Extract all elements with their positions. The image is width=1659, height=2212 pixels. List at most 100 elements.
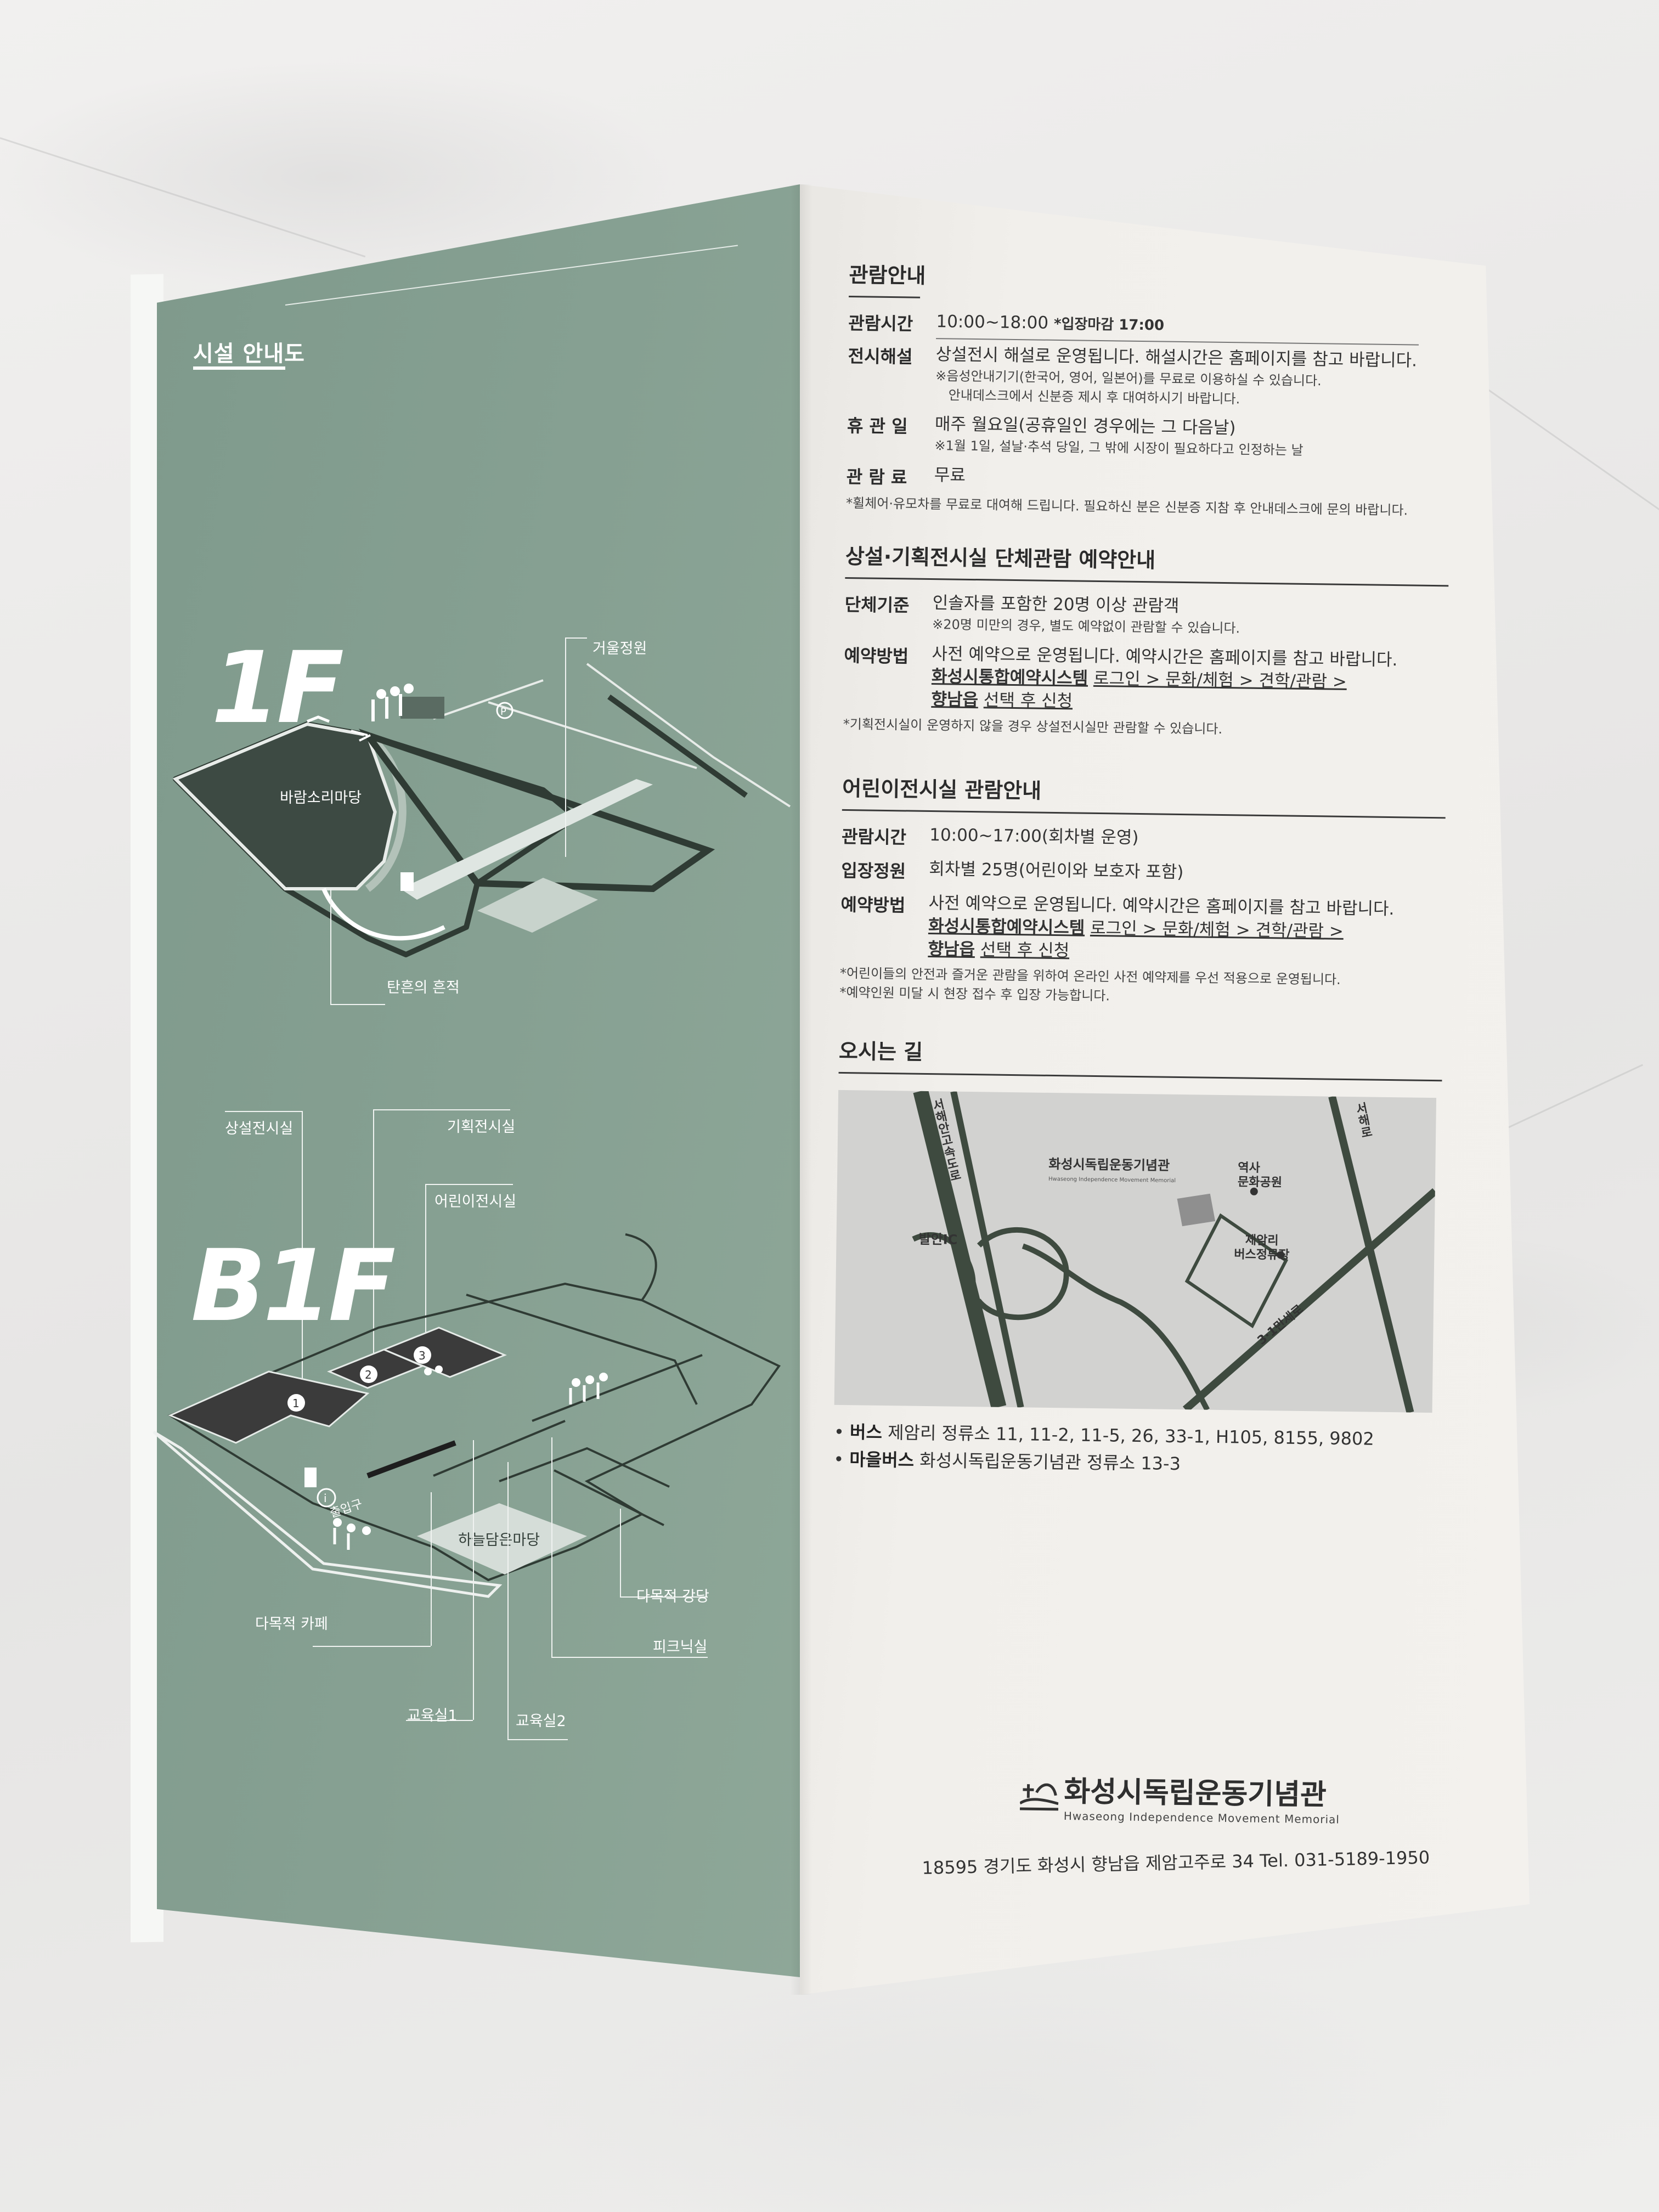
group-res-label: 예약방법 <box>844 645 909 667</box>
group-section: 상설·기획전시실 단체관람 예약안내 단체기준 인솔자를 포함한 20명 이상 … <box>843 539 1449 742</box>
label-hall: 다목적 강당 <box>636 1588 709 1605</box>
svg-text:3: 3 <box>419 1349 426 1362</box>
label-picnic: 피크닉실 <box>653 1639 708 1656</box>
group-res-row: 예약방법 사전 예약으로 운영됩니다. 예약시간은 홈페이지를 참고 바랍니다.… <box>843 641 1448 718</box>
kids-res-town: 향남읍 <box>928 939 975 960</box>
leader-line <box>373 1109 374 1373</box>
label-wind-yard: 바람소리마당 <box>280 789 362 806</box>
floor-1f-map: P <box>172 663 791 957</box>
label-cafe: 다목적 카페 <box>255 1616 328 1633</box>
map-label-ic: 발안IC <box>918 1231 958 1248</box>
visit-hours-value: 10:00~18:00 <box>936 312 1049 333</box>
title-underline <box>193 366 285 370</box>
label-permanent-exhibit: 상설전시실 <box>225 1120 294 1137</box>
memorial-logo-mark-icon <box>1019 1783 1059 1810</box>
info-content: 관람안내 관람시간 10:00~18:00 *입장마감 17:00 전시해설 상… <box>833 258 1453 1479</box>
group-res-town: 향남읍 <box>931 690 979 710</box>
leader-line <box>425 1184 426 1354</box>
leader-line <box>551 1657 708 1658</box>
kids-res-select: 선택 후 신청 <box>980 939 1070 961</box>
closed-note: ※1월 1일, 설날·추석 당일, 그 밖에 시장이 필요하다고 인정하는 날 <box>934 438 1304 459</box>
leader-line <box>425 1184 513 1185</box>
kids-res-label: 예약방법 <box>840 894 906 916</box>
fee-label: 관 람 료 <box>846 466 907 488</box>
visit-hours-label: 관람시간 <box>848 312 913 335</box>
facility-map-panel <box>157 184 800 1977</box>
leader-line <box>431 1492 432 1646</box>
svg-text:i: i <box>324 1492 327 1505</box>
svg-text:2: 2 <box>365 1368 372 1381</box>
leader-line <box>620 1596 708 1598</box>
leader-line <box>620 1509 621 1596</box>
map-label-bus-stop: 제암리 버스정류장 <box>1234 1233 1290 1263</box>
kids-title: 어린이전시실 관람안내 <box>842 776 1042 803</box>
fee-row: 관 람 료 무료 <box>847 463 1451 496</box>
location-map: 서해안고속도로 서해로 발안IC 역사 문화공원 제암리 버스정류장 3·1만세… <box>834 1090 1437 1413</box>
bus-value: 제암리 정류소 11, 11-2, 11-5, 26, 33-1, H105, … <box>887 1422 1374 1449</box>
kids-res-system-link[interactable]: 화성시통합예약시스템 <box>928 916 1085 938</box>
kids-hours-label: 관람시간 <box>841 826 907 848</box>
group-title: 상설·기획전시실 단체관람 예약안내 <box>845 544 1156 573</box>
kids-cap-label: 입장정원 <box>841 860 906 882</box>
fold-shadow <box>790 184 812 1995</box>
facility-map-title: 시설 안내도 <box>193 341 305 366</box>
bus-label: 버스 <box>849 1421 883 1443</box>
leader-line <box>225 1111 302 1112</box>
memorial-logo-name: 화성시독립운동기념관 <box>1064 1775 1327 1812</box>
leader-line <box>302 1111 303 1396</box>
kids-cap-value: 회차별 25명(어린이와 보호자 포함) <box>929 859 1184 882</box>
location-map-svg <box>912 1090 1437 1413</box>
leader-line <box>313 1646 431 1647</box>
group-std-value: 인솔자를 포함한 20명 이상 관람객 <box>932 592 1180 616</box>
leader-line <box>330 889 331 1004</box>
leader-line <box>507 1739 568 1740</box>
kids-hours-row: 관람시간 10:00~17:00(회차별 운영) <box>842 823 1446 856</box>
guide-row: 전시해설 상설전시 해설로 운영됩니다. 해설시간은 홈페이지를 참고 바랍니다… <box>848 342 1452 411</box>
label-children-exhibit: 어린이전시실 <box>435 1193 517 1210</box>
group-std-label: 단체기준 <box>844 594 910 616</box>
leader-line <box>406 1720 473 1721</box>
group-res-select: 선택 후 신청 <box>983 690 1073 712</box>
leader-line <box>507 1462 509 1739</box>
group-std-note: ※20명 미만의 경우, 별도 예약없이 관람할 수 있습니다. <box>932 616 1240 636</box>
memorial-logo: 화성시독립운동기념관 Hwaseong Independence Movemen… <box>1019 1768 1340 1826</box>
group-res-path: 로그인 > 문화/체험 > 견학/관람 > <box>1093 669 1347 692</box>
village-bus-label: 마을버스 <box>849 1449 915 1471</box>
visit-section: 관람안내 관람시간 10:00~18:00 *입장마감 17:00 전시해설 상… <box>846 258 1453 521</box>
map-memorial-name: 화성시독립운동기념관 <box>1048 1156 1170 1173</box>
directions-section: 오시는 길 서해안고속도로 서해로 발안IC 역사 문화공원 제암리 버스정류장 <box>833 1034 1442 1479</box>
kids-res-path: 로그인 > 문화/체험 > 견학/관람 > <box>1090 918 1344 941</box>
section-rule <box>838 1071 1442 1082</box>
kids-cap-row: 입장정원 회차별 25명(어린이와 보호자 포함) <box>841 857 1445 890</box>
label-winter-garden: 거울정원 <box>592 640 647 657</box>
info-panel <box>800 184 1530 1995</box>
village-bus-value: 화성시독립운동기념관 정류소 13-3 <box>919 1449 1181 1475</box>
floor-b1f-label: B1F <box>191 1229 396 1344</box>
leader-line <box>565 637 566 857</box>
leader-line <box>551 1437 552 1657</box>
label-special-exhibit: 기획전시실 <box>447 1119 516 1136</box>
section-rule <box>849 295 921 298</box>
svg-text:P: P <box>500 706 506 718</box>
kids-hours-value: 10:00~17:00(회차별 운영) <box>929 825 1139 848</box>
group-res-system-link[interactable]: 화성시통합예약시스템 <box>931 667 1088 689</box>
kids-res-row: 예약방법 사전 예약으로 운영됩니다. 예약시간은 홈페이지를 참고 바랍니다.… <box>840 891 1444 968</box>
leader-line <box>565 637 587 639</box>
label-bullet-trace: 탄흔의 흔적 <box>387 979 460 996</box>
fee-note: *휠체어·유모차를 무료로 대여해 드립니다. 필요하신 분은 신분증 지참 후… <box>845 495 1408 518</box>
map-label-park: 역사 문화공원 <box>1237 1161 1283 1190</box>
group-std-row: 단체기준 인솔자를 포함한 20명 이상 관람객 ※20명 미만의 경우, 별도… <box>844 591 1448 641</box>
floor-b1f-map: 1 2 3 i <box>153 1233 781 1598</box>
label-class1: 교육실1 <box>407 1707 458 1724</box>
leader-line <box>330 1004 385 1005</box>
leader-line <box>373 1109 510 1110</box>
svg-text:1: 1 <box>292 1397 300 1410</box>
section-rule <box>842 809 1446 819</box>
fee-value: 무료 <box>934 465 966 486</box>
label-class2: 교육실2 <box>516 1713 566 1730</box>
closed-row: 휴 관 일 매주 월요일(공휴일인 경우에는 그 다음날) ※1월 1일, 설날… <box>847 412 1451 462</box>
leader-line <box>473 1440 474 1720</box>
map-memorial-name-en: Hwaseong Independence Movement Memorial <box>1048 1176 1176 1184</box>
section-rule <box>845 577 1449 587</box>
visit-hours-note: *입장마감 17:00 <box>1053 315 1165 334</box>
